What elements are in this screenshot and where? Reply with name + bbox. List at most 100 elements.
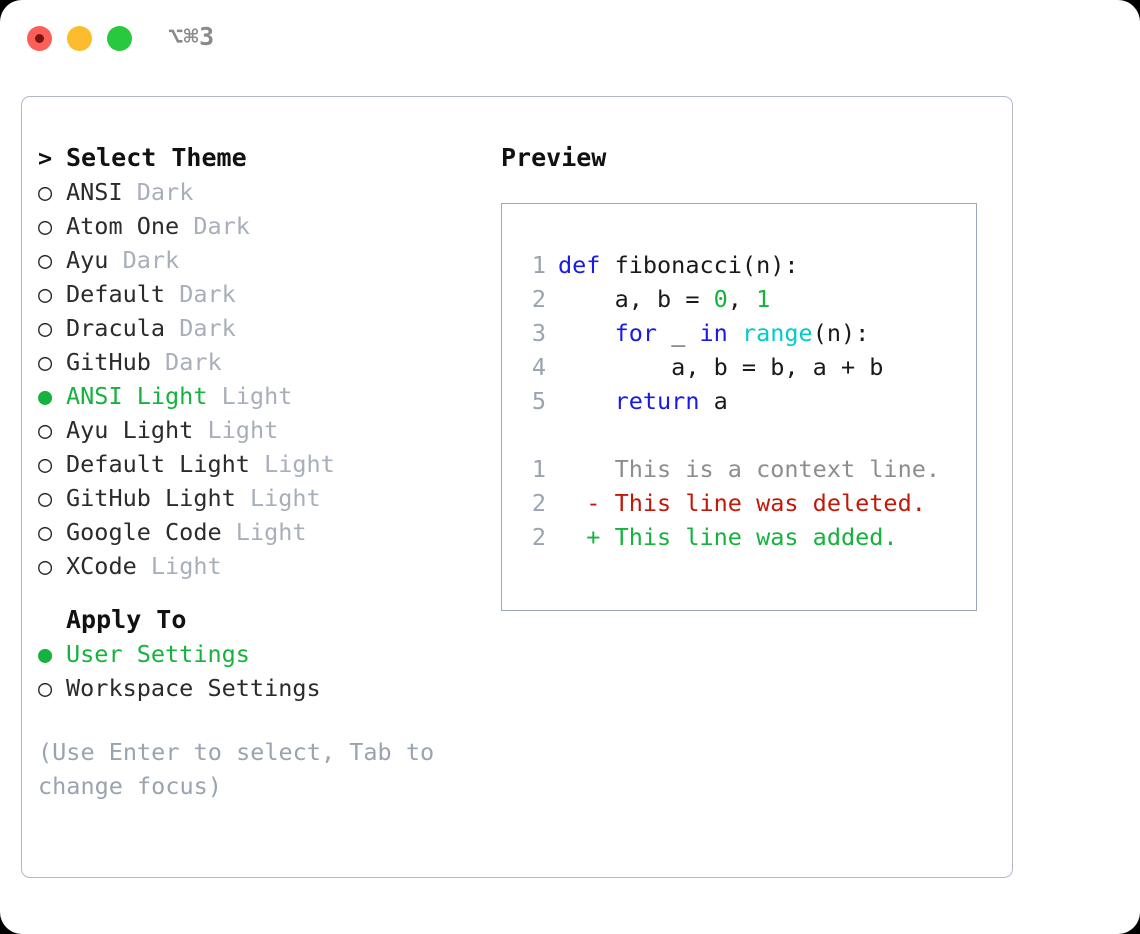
code-line-number: 1 xyxy=(531,251,546,279)
theme-option[interactable]: ○XCode Light xyxy=(38,549,498,583)
theme-option-name: Ayu xyxy=(66,246,109,274)
code-token-plain: a, b = b, a + b xyxy=(558,353,884,381)
radio-unselected-icon: ○ xyxy=(38,416,53,444)
code-token-plain: _ xyxy=(657,319,700,347)
theme-option[interactable]: ○Atom One Dark xyxy=(38,209,498,243)
theme-option-name: ANSI Light xyxy=(66,382,208,410)
diff-sign xyxy=(558,455,600,483)
preview-heading: Preview xyxy=(501,143,607,172)
theme-option-spacer xyxy=(222,515,236,549)
code-token-plain xyxy=(558,387,615,415)
diff-sample: 1 This is a context line.2 - This line w… xyxy=(516,452,976,554)
code-token-plain: , xyxy=(727,285,757,313)
diff-line: 1 This is a context line. xyxy=(516,452,976,486)
code-line-text: for _ in range(n): xyxy=(558,316,870,350)
code-line-text: def fibonacci(n): xyxy=(558,248,799,282)
minimize-window-button[interactable] xyxy=(67,26,92,51)
left-column: > Select Theme ○ANSI Dark○Atom One Dark○… xyxy=(38,141,498,803)
main-panel: > Select Theme ○ANSI Dark○Atom One Dark○… xyxy=(21,96,1013,878)
close-window-button[interactable] xyxy=(27,26,52,51)
theme-option[interactable]: ●ANSI Light Light xyxy=(38,379,498,413)
theme-option[interactable]: ○ ANSI Dark xyxy=(38,175,498,209)
theme-option-variant: Light xyxy=(235,518,307,546)
theme-option[interactable]: ○Ayu Dark xyxy=(38,243,498,277)
diff-line: 2 - This line was deleted. xyxy=(516,486,976,520)
diff-line-text: + This line was added. xyxy=(558,520,898,554)
radio-unselected-icon: ○ xyxy=(38,212,53,240)
code-diff-gap xyxy=(516,418,976,452)
zoom-window-button[interactable] xyxy=(107,26,132,51)
title-bar: ⌥⌘3 xyxy=(0,0,1140,78)
theme-option-variant: Light xyxy=(249,484,321,512)
theme-option-name: Default xyxy=(66,280,166,308)
code-line-number: 4 xyxy=(531,353,546,381)
code-line-number: 2 xyxy=(531,285,546,313)
theme-option-variant: Dark xyxy=(179,314,236,342)
radio-unselected-icon: ○ xyxy=(38,518,53,546)
theme-option-variant: Light xyxy=(150,552,222,580)
apply-to-option-name: Workspace Settings xyxy=(66,674,321,702)
theme-option-variant: Light xyxy=(264,450,335,478)
diff-line-text: - This line was deleted. xyxy=(558,486,926,520)
hint-spacer xyxy=(38,705,498,731)
theme-option-name: Ayu Light xyxy=(66,416,194,444)
code-line: 3 for _ in range(n): xyxy=(516,316,976,350)
apply-to-title: Apply To xyxy=(66,605,187,634)
code-line-number: 5 xyxy=(531,387,546,415)
diff-line-number: 1 xyxy=(531,455,546,483)
apply-to-heading: Apply To xyxy=(38,603,498,637)
code-line-text: return a xyxy=(558,384,728,418)
theme-option[interactable]: ○Default Light Light xyxy=(38,447,498,481)
theme-option-spacer xyxy=(165,311,179,345)
theme-option-variant: Dark xyxy=(165,348,222,376)
radio-unselected-icon: ○ xyxy=(38,674,53,702)
theme-option-variant: Dark xyxy=(136,178,194,206)
diff-line-text: This is a context line. xyxy=(558,452,940,486)
diff-text: This line was added. xyxy=(600,523,898,551)
select-theme-heading: > Select Theme xyxy=(38,141,498,175)
theme-option-variant: Dark xyxy=(193,212,250,240)
code-line-text: a, b = b, a + b xyxy=(558,350,883,384)
theme-option[interactable]: ○Dracula Dark xyxy=(38,311,498,345)
code-line: 2 a, b = 0, 1 xyxy=(516,282,976,316)
code-token-plain xyxy=(728,319,742,347)
diff-line-number: 2 xyxy=(531,523,546,551)
code-token-kw: def xyxy=(558,251,615,279)
apply-to-option[interactable]: ●User Settings xyxy=(38,637,498,671)
apply-to-list: ●User Settings ○ Workspace Settings xyxy=(38,637,498,705)
theme-option[interactable]: ○GitHub Dark xyxy=(38,345,498,379)
cursor-marker-icon: > xyxy=(38,144,53,172)
theme-option-spacer xyxy=(179,209,193,243)
theme-option[interactable]: ○Ayu Light Light xyxy=(38,413,498,447)
theme-option-spacer xyxy=(250,447,264,481)
code-token-num: 0 xyxy=(713,285,728,313)
theme-option[interactable]: ○Default Dark xyxy=(38,277,498,311)
theme-option-name: ANSI xyxy=(66,178,123,206)
theme-option-spacer xyxy=(108,243,122,277)
code-token-num: 1 xyxy=(756,285,771,313)
code-line: 4 a, b = b, a + b xyxy=(516,350,976,384)
code-line: 5 return a xyxy=(516,384,976,418)
theme-option[interactable]: ○GitHub Light Light xyxy=(38,481,498,515)
theme-option-spacer xyxy=(165,277,179,311)
theme-option[interactable]: ○Google Code Light xyxy=(38,515,498,549)
code-token-plain: (n): xyxy=(812,319,870,347)
radio-unselected-icon: ○ xyxy=(38,246,53,274)
theme-option-name: GitHub xyxy=(66,348,151,376)
theme-option-variant: Dark xyxy=(179,280,236,308)
apply-to-option[interactable]: ○ Workspace Settings xyxy=(38,671,498,705)
code-line-text: a, b = 0, 1 xyxy=(558,282,771,316)
radio-unselected-icon: ○ xyxy=(38,178,53,206)
radio-selected-icon: ● xyxy=(38,382,53,410)
theme-option-spacer xyxy=(123,175,137,209)
code-token-kw: return xyxy=(614,387,700,415)
radio-unselected-icon: ○ xyxy=(38,552,53,580)
theme-list: ○ANSI Dark○Atom One Dark○Ayu Dark○Defaul… xyxy=(38,175,498,583)
radio-selected-icon: ● xyxy=(38,640,53,668)
theme-option-name: GitHub Light xyxy=(66,484,236,512)
theme-option-spacer xyxy=(236,481,250,515)
